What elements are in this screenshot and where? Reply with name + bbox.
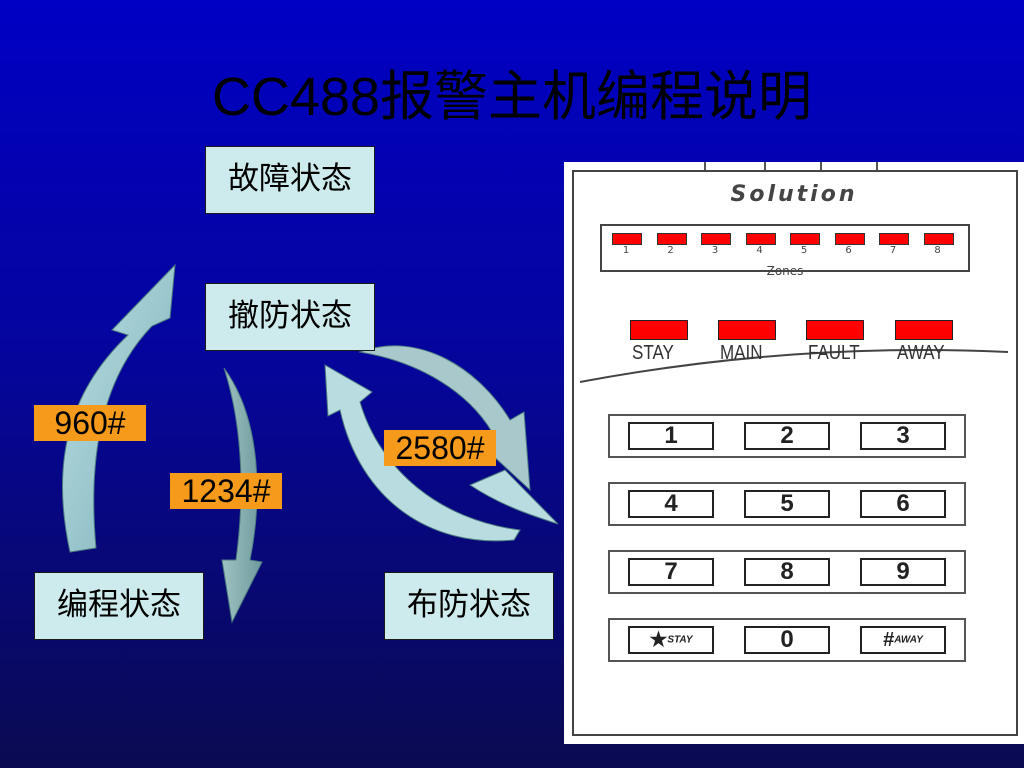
- zone-led: [834, 233, 865, 245]
- code-label-exit-program: 1234#: [170, 473, 282, 509]
- hash-icon: #: [883, 629, 895, 651]
- zone-led: [701, 233, 731, 245]
- key-9: 9: [860, 558, 946, 586]
- arrow-program-to-disarm: [61, 263, 176, 553]
- key-5: 5: [744, 490, 830, 518]
- status-led-fault: [806, 320, 864, 340]
- zone-number: 8: [934, 245, 941, 256]
- state-arm: 布防状态: [384, 572, 554, 640]
- key-0: 0: [744, 626, 830, 654]
- star-icon: ★: [649, 629, 668, 651]
- zone-led: [612, 233, 642, 245]
- keypad-brand-logo: Solution: [730, 182, 858, 207]
- state-disarm: 撤防状态: [205, 283, 375, 351]
- zone-number: 5: [800, 245, 808, 256]
- zone-led: [656, 233, 687, 245]
- status-label-away: AWAY: [897, 342, 945, 364]
- code-label-arm-disarm: 2580#: [384, 430, 496, 466]
- keypad-illustration: Solution Zones 1 2 3 4 5 6 7 8 STAY MAIN FAULT AWA…: [564, 162, 1024, 744]
- status-label-stay: STAY: [632, 342, 674, 364]
- key-star-label: STAY: [667, 634, 693, 646]
- status-led-stay: [630, 320, 688, 340]
- key-8: 8: [744, 558, 830, 586]
- key-1: 1: [628, 422, 714, 450]
- keypad-divider-curve: [579, 349, 1009, 383]
- arrow-arm-to-disarm: [358, 345, 531, 492]
- zone-number: 6: [845, 245, 852, 256]
- zone-number: 3: [711, 245, 719, 256]
- zone-led: [879, 233, 909, 245]
- keypad-key-row: 7 8 9: [608, 550, 966, 594]
- keypad-top-tab: [704, 162, 706, 172]
- key-3: 3: [860, 422, 946, 450]
- keypad-top-tab: [764, 162, 766, 172]
- key-hash-label: AWAY: [894, 634, 923, 646]
- key-star-stay: ★STAY: [628, 626, 714, 654]
- zone-number: 1: [622, 245, 630, 256]
- zones-caption: Zones: [766, 264, 804, 278]
- state-fault: 故障状态: [205, 146, 375, 214]
- status-label-main: MAIN: [720, 342, 763, 364]
- keypad-key-row: 1 2 3: [608, 414, 966, 458]
- zone-number: 4: [756, 245, 763, 256]
- status-led-away: [895, 320, 953, 340]
- zone-led-panel: Zones 1 2 3 4 5 6 7 8: [600, 224, 970, 278]
- keypad-top-tab: [876, 162, 878, 172]
- keypad-key-row: 4 5 6: [608, 482, 966, 526]
- key-hash-away: #AWAY: [860, 626, 946, 654]
- keypad-top-tab: [820, 162, 822, 172]
- key-2: 2: [744, 422, 830, 450]
- key-4: 4: [628, 490, 714, 518]
- zone-led: [923, 233, 954, 245]
- code-label-enter-program: 960#: [34, 405, 146, 441]
- zone-number: 7: [889, 245, 897, 256]
- zone-led: [790, 233, 820, 245]
- status-led-main: [718, 320, 776, 340]
- status-label-fault: FAULT: [808, 342, 860, 364]
- arrow-disarm-to-arm-head: [468, 469, 559, 525]
- arrow-disarm-to-arm: [324, 364, 521, 542]
- zone-number: 2: [667, 245, 674, 256]
- state-program: 编程状态: [34, 572, 204, 640]
- zone-led: [745, 233, 776, 245]
- page-title: CC488报警主机编程说明: [211, 67, 813, 127]
- key-7: 7: [628, 558, 714, 586]
- key-6: 6: [860, 490, 946, 518]
- keypad-key-row: ★STAY 0 #AWAY: [608, 618, 966, 662]
